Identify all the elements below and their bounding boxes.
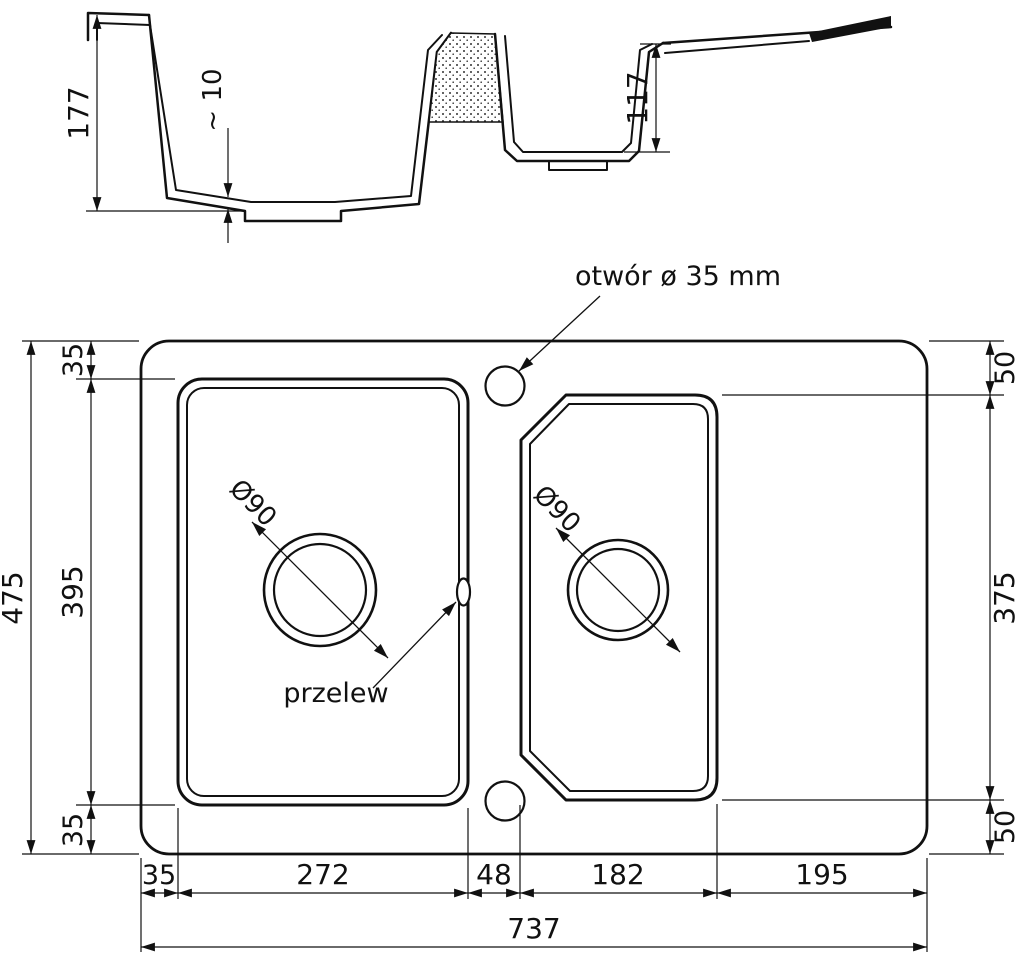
dim-label-48: 48 [476,858,512,891]
section-dim-depth-total: 177 [62,15,243,212]
dim-label-50-top: 50 [990,351,1021,385]
overflow-label: przelew [283,678,388,709]
faucet-hole-annotation: otwór ø 35 mm [518,261,781,372]
leader-line [518,295,601,372]
faucet-hole-top [484,365,526,407]
section-bowl1-outer-wall [147,13,453,223]
section-bowl1-inner-wall [149,24,443,203]
section-view: 177 ~ 10 117 [62,11,893,243]
dim-label-182: 182 [591,858,644,891]
dim-total-width: 737 [141,912,927,952]
section-drainer-inner-line [664,40,810,54]
plan-dimensions: 475 35 395 35 50 375 50 [0,340,1021,952]
section-left-rim-inner [96,22,151,41]
dim-label-35-bottom: 35 [58,813,89,847]
dim-label-10: ~ 10 [198,68,228,131]
section-bowl2-drain-boss [548,160,608,171]
dim-left-column: 35 395 35 [56,341,175,854]
section-dim-depth-small-bowl: 117 [621,43,671,153]
dim-label-272: 272 [296,858,349,891]
section-divider-web-hatch [428,32,504,123]
dim-label-177: 177 [62,86,95,139]
dim-label-117: 117 [621,71,654,124]
overflow-annotation: przelew [283,601,457,709]
dim-label-50-bottom: 50 [990,810,1021,844]
dim-label-375: 375 [988,571,1021,624]
section-bowl2-outer-wall [493,32,665,163]
dim-total-height: 475 [0,340,139,855]
overflow-slot [455,577,472,607]
section-rim-edge-wedge [809,16,891,42]
leader-line [372,601,457,689]
dim-bottom-row: 35 272 48 182 195 [140,804,928,952]
section-dim-bottom-thickness: ~ 10 [198,68,233,243]
dim-label-35-left: 35 [142,860,176,891]
dim-label-475: 475 [0,571,29,624]
plan-view: Ø90 Ø90 otwór ø 35 mm przelew [139,261,1004,856]
dim-label-395: 395 [56,565,89,618]
bowl-right-inner [529,403,709,792]
dim-right-column: 50 375 50 [929,340,1021,855]
section-left-rim-outer [86,11,151,42]
diameter-line [555,527,681,653]
faucet-hole-label: otwór ø 35 mm [575,261,781,292]
diameter-line [251,521,389,659]
dim-label-195: 195 [795,858,848,891]
faucet-hole-bottom [484,780,526,822]
dim-label-737: 737 [507,912,560,945]
section-bowl2-inner-wall [504,35,653,153]
dim-label-35-top: 35 [58,343,89,377]
